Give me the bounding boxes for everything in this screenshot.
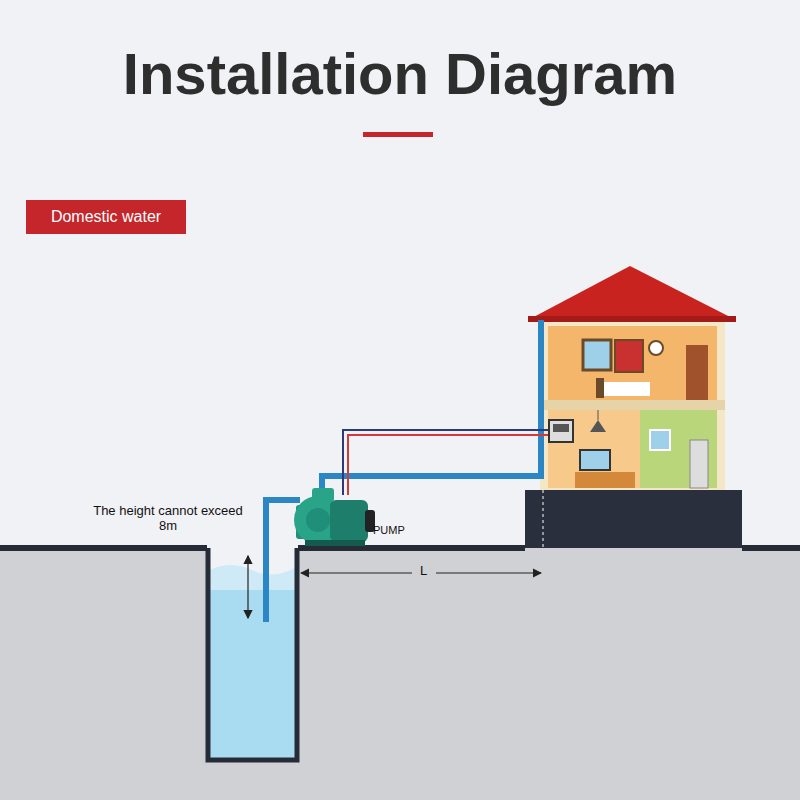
- dimension-label: L: [417, 564, 430, 579]
- pump-label: PUMP: [373, 524, 405, 537]
- category-badge: Domestic water: [26, 200, 186, 234]
- diagram-title: Installation Diagram: [0, 40, 800, 107]
- height-note: The height cannot exceed 8m: [93, 504, 243, 534]
- badge-text: Domestic water: [26, 208, 186, 226]
